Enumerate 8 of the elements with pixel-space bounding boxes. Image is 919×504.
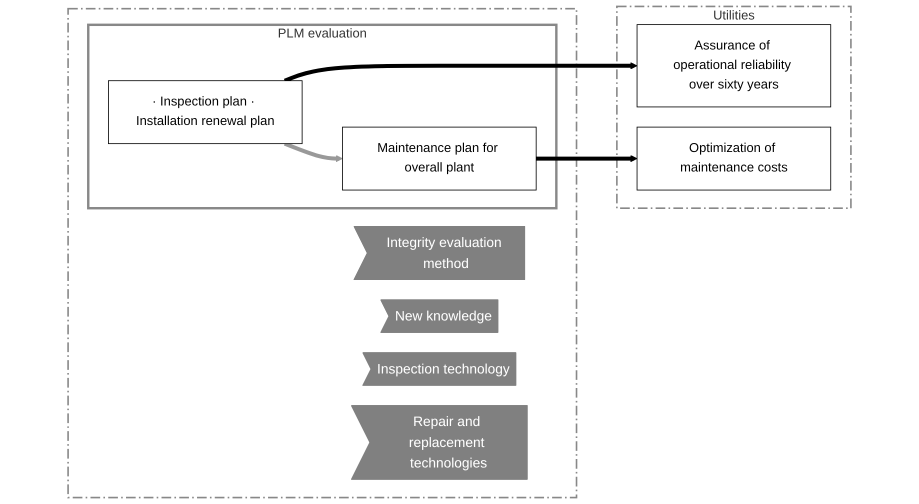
arrow: [536, 155, 638, 162]
node-box: · Inspection plan · Installation renewal plan: [108, 80, 303, 144]
arrow: [284, 142, 343, 162]
cluster: [67, 8, 578, 498]
node-box: Optimization of maintenance costs: [636, 126, 832, 190]
node-box: Assurance of operational reliability over sixty years: [636, 24, 832, 108]
node-box: Maintenance plan for overall plant: [342, 126, 537, 190]
arrow: [284, 62, 638, 83]
